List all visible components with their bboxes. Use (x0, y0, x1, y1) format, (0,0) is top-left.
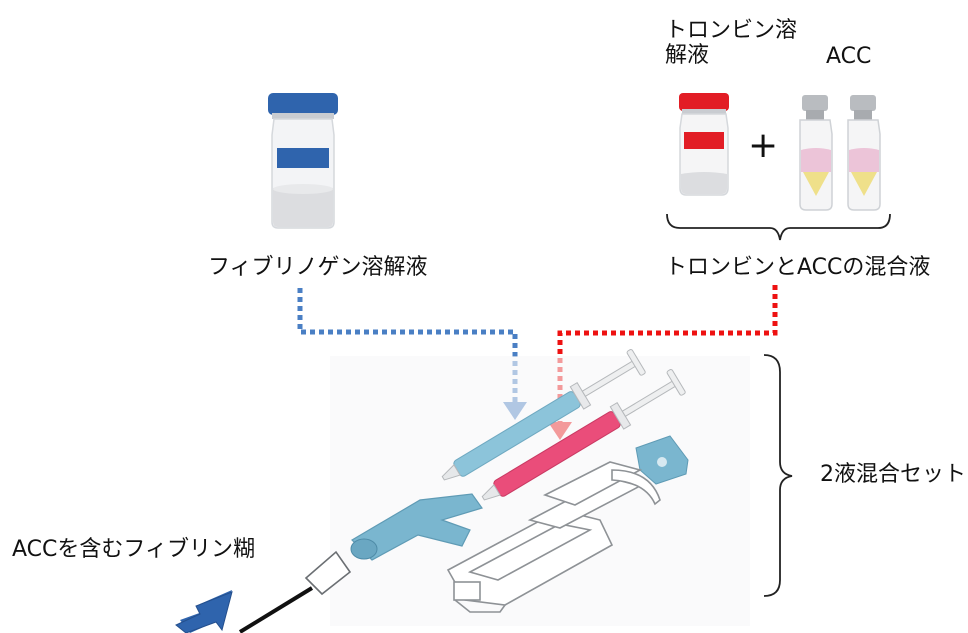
applicator-icon (238, 550, 352, 633)
two-liquid-set-label: 2液混合セット (820, 462, 966, 487)
clip-icon (635, 435, 689, 485)
set-brace (763, 354, 793, 597)
thrombin-vial-icon (679, 93, 729, 196)
syringe-holder-icon (446, 461, 661, 613)
fibrinogen-route-line (297, 288, 518, 402)
fibrinogen-solution-label: フィブリノゲン溶解液 (208, 255, 428, 280)
grouping-brace (666, 213, 891, 241)
syringe-icon (441, 349, 686, 501)
plus-sign: + (748, 125, 779, 166)
thrombin-acc-mixture-label: トロンビンとACCの混合液 (665, 255, 931, 280)
acc-vial-icon (799, 95, 833, 211)
acc-vial-icon (847, 95, 881, 211)
thrombin-solution-label: トロンビン溶解液 (665, 18, 798, 69)
y-connector-icon (350, 493, 483, 561)
acc-label: ACC (826, 44, 872, 69)
fibrinogen-vial-icon (268, 93, 338, 229)
fibrin-paste-label: ACCを含むフィブリン糊 (12, 537, 255, 562)
